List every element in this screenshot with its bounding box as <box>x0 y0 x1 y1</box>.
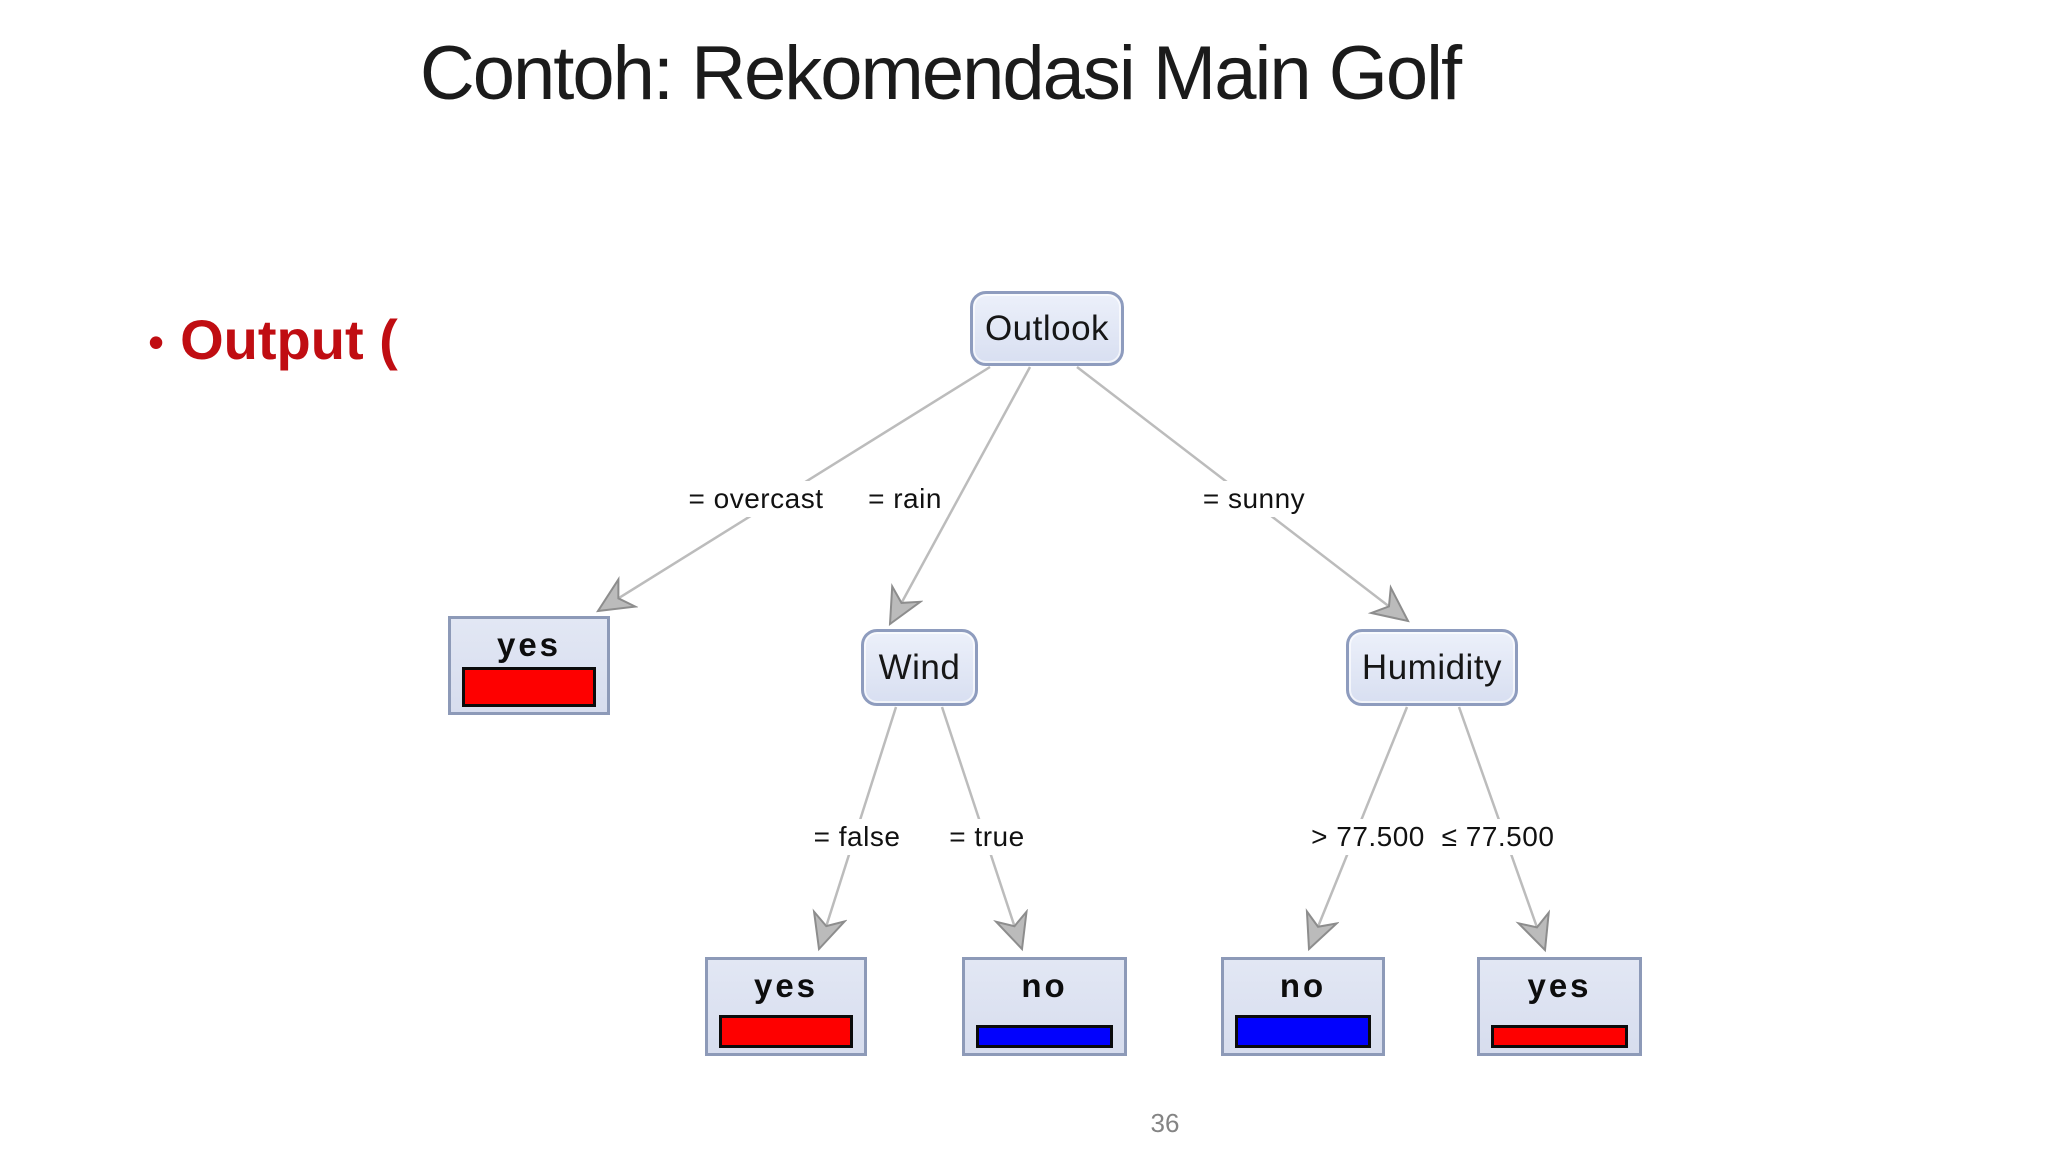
edge-label-false: = false <box>808 819 906 855</box>
edge-label-overcast: = overcast <box>683 481 829 517</box>
leaf-label: yes <box>753 967 819 1004</box>
class-distribution-bar <box>462 667 596 707</box>
edge-label-sunny: = sunny <box>1197 481 1311 517</box>
class-distribution-bar <box>1235 1015 1371 1048</box>
node-outlook: Outlook <box>970 291 1124 366</box>
page-number: 36 <box>1150 1108 1180 1138</box>
node-label: Humidity <box>1361 647 1503 687</box>
leaf-overcast-yes: yes <box>448 616 610 715</box>
edge-label-le-77500: ≤ 77.500 <box>1436 819 1560 855</box>
leaf-wind-true-no: no <box>962 957 1127 1056</box>
node-label: Wind <box>878 647 961 687</box>
edge-label-gt-77500: > 77.500 <box>1306 819 1430 855</box>
leaf-label: no <box>1021 967 1068 1004</box>
edge-label-rain: = rain <box>863 481 947 517</box>
leaf-label: yes <box>1527 967 1592 1004</box>
bullet-text: Output ( <box>180 308 398 371</box>
leaf-humidity-le-yes: yes <box>1477 957 1642 1056</box>
node-humidity: Humidity <box>1346 629 1518 706</box>
leaf-humidity-gt-no: no <box>1221 957 1385 1056</box>
node-wind: Wind <box>861 629 978 706</box>
leaf-label: no <box>1279 967 1327 1004</box>
class-distribution-bar <box>719 1015 853 1048</box>
class-distribution-bar <box>1491 1025 1628 1048</box>
edge-line-rain <box>890 366 1032 624</box>
bullet-row: • Output ( <box>148 312 398 368</box>
bullet-dot-icon: • <box>148 316 165 368</box>
edge-label-true: = true <box>944 819 1030 855</box>
node-label: Outlook <box>984 308 1110 348</box>
class-distribution-bar <box>976 1025 1113 1048</box>
leaf-wind-false-yes: yes <box>705 957 867 1056</box>
leaf-label: yes <box>496 626 562 663</box>
slide-title: Contoh: Rekomendasi Main Golf <box>419 31 1462 116</box>
